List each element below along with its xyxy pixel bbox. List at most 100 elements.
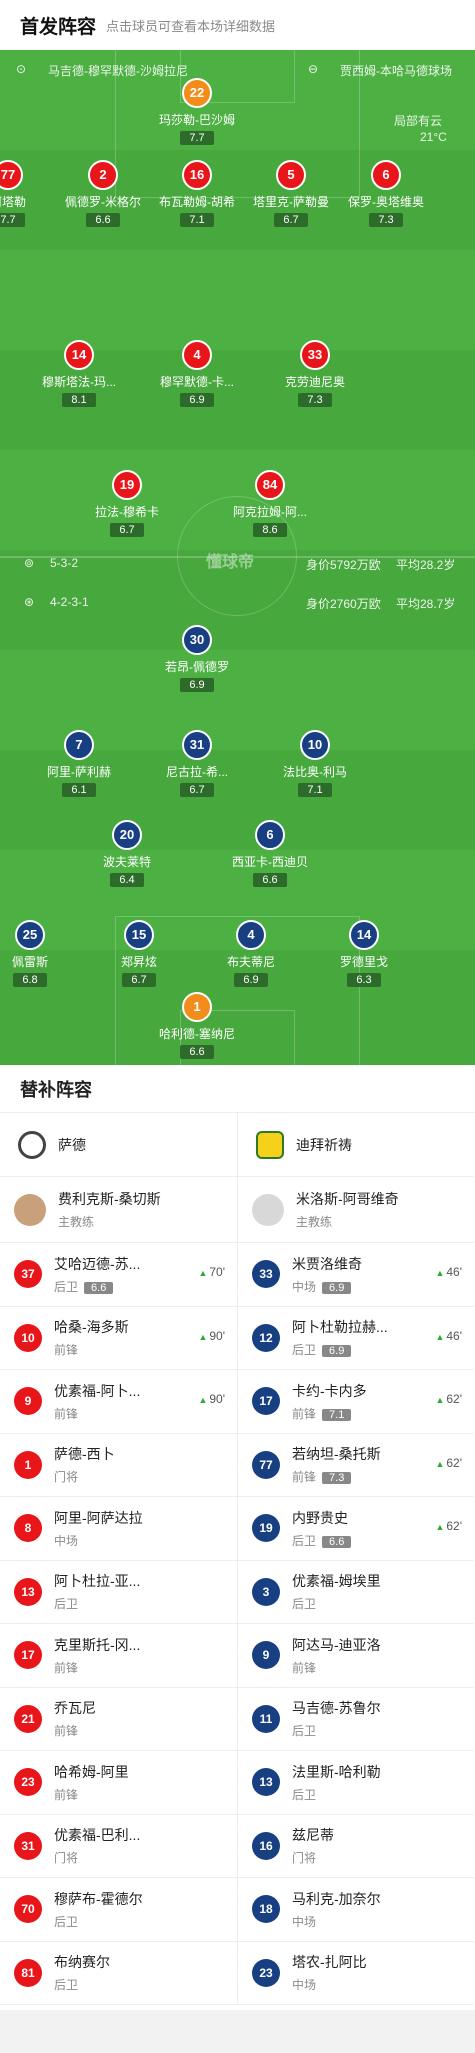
lineup-hint: 点击球员可查看本场详细数据 <box>106 18 276 34</box>
player-rating: 6.3 <box>347 973 381 987</box>
sub-position: 后卫 <box>292 1533 317 1548</box>
sub-player-name: 内野贵史 <box>292 1509 348 1526</box>
sub-number-badge: 19 <box>252 1514 280 1543</box>
player-rating: 7.1 <box>180 213 214 227</box>
home-player-0[interactable]: 22 玛莎勒-巴沙姆 7.7 <box>142 78 252 146</box>
sub-player-name: 马利克-加奈尔 <box>292 1890 381 1907</box>
player-rating: 7.7 <box>0 213 25 227</box>
player-name: 阿里-萨利赫 <box>47 765 111 779</box>
sub-rating: 6.6 <box>322 1535 352 1548</box>
home-player-1[interactable]: 77阿塔勒7.7 <box>0 160 63 228</box>
away-formation: 4-2-3-1 <box>50 595 89 609</box>
sub-number-badge: 23 <box>252 1958 280 1987</box>
player-name: 尼古拉-希... <box>166 765 228 779</box>
player-name: 布瓦勒姆-胡希 <box>159 195 235 209</box>
away-coach-row[interactable]: 米洛斯-阿哥维奇 主教练 <box>238 1177 474 1243</box>
sub-on-minute: 90' <box>198 1392 225 1406</box>
player-rating: 7.1 <box>298 783 332 797</box>
home-team-row[interactable]: 萨德 <box>0 1113 237 1177</box>
player-rating: 6.6 <box>180 1045 214 1059</box>
player-number-badge: 14 <box>64 340 94 370</box>
sub-number-badge: 37 <box>14 1260 42 1289</box>
sub-player-name: 哈希姆-阿里 <box>54 1763 129 1780</box>
away-team-row[interactable]: 迪拜祈祷 <box>238 1113 474 1177</box>
sub-number-badge: 9 <box>252 1641 280 1670</box>
lineup-title: 首发阵容 <box>20 16 97 38</box>
sub-position: 前锋 <box>54 1724 79 1739</box>
home-stadium: 马吉德-穆罕默德-沙姆拉尼 <box>48 64 188 78</box>
player-name: 玛莎勒-巴沙姆 <box>159 113 235 127</box>
sub-player-name: 阿里-阿萨达拉 <box>54 1509 143 1526</box>
player-number-badge: 10 <box>300 730 330 760</box>
player-rating: 6.6 <box>253 873 287 887</box>
player-number-badge: 15 <box>124 920 154 950</box>
home-coach-row[interactable]: 费利克斯-桑切斯 主教练 <box>0 1177 237 1243</box>
player-rating: 7.3 <box>298 393 332 407</box>
player-number-badge: 22 <box>182 78 212 108</box>
away-subs-column: 迪拜祈祷 米洛斯-阿哥维奇 主教练 33米贾洛维奇中场6.946'12阿卜杜勒拉… <box>237 1113 474 2005</box>
player-name: 布夫蒂尼 <box>226 955 275 969</box>
sub-rating: 7.3 <box>322 1472 352 1485</box>
sub-number-badge: 17 <box>252 1387 280 1416</box>
sub-position: 门将 <box>292 1851 317 1866</box>
sub-position: 前锋 <box>54 1660 79 1675</box>
sub-number-badge: 10 <box>14 1323 42 1352</box>
player-rating: 8.1 <box>62 393 96 407</box>
player-rating: 6.8 <box>13 973 47 987</box>
player-rating: 6.9 <box>180 678 214 692</box>
player-name: 罗德里戈 <box>339 955 388 969</box>
sub-on-minute: 70' <box>198 1265 225 1279</box>
sub-rating: 6.9 <box>322 1345 352 1358</box>
player-rating: 7.7 <box>180 131 214 145</box>
coach-avatar-placeholder <box>252 1193 284 1226</box>
sub-rating: 6.9 <box>322 1281 352 1294</box>
sub-player-name: 阿卜杜勒拉赫... <box>292 1319 388 1336</box>
sub-position: 后卫 <box>54 1597 79 1612</box>
sub-player-name: 克里斯托-冈... <box>54 1636 141 1653</box>
